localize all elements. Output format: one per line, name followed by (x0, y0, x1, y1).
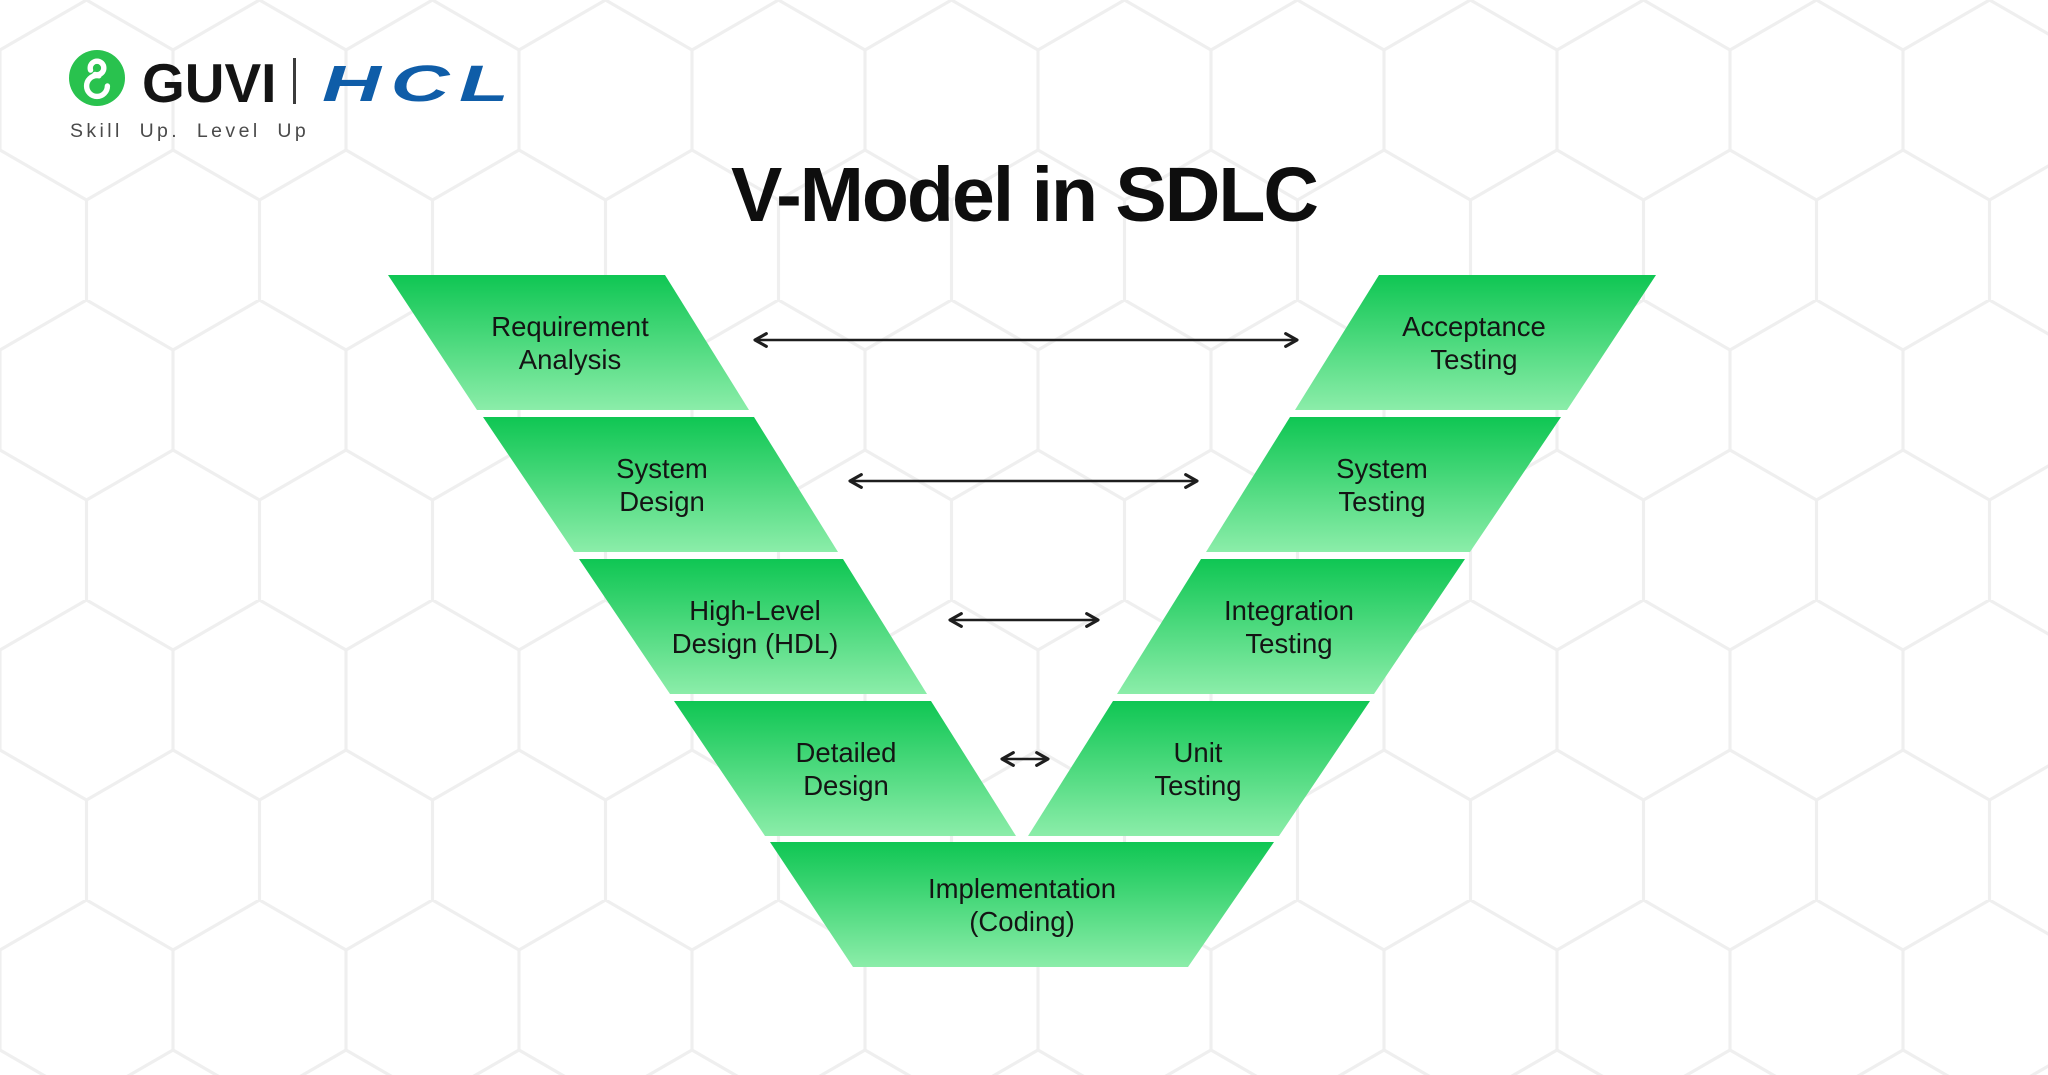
stage-label-system-testing-line2: Testing (1338, 486, 1425, 517)
stage-label-detailed-design-line1: Detailed (796, 737, 897, 768)
stage-label-high-level-design-line1: High-Level (689, 595, 820, 626)
brand-header: GUVI HCL Skill Up. Level Up (69, 50, 518, 142)
stage-shape-detailed-design (674, 701, 1016, 836)
brand-divider (293, 58, 296, 104)
bottom-stage: Implementation (Coding) (770, 842, 1274, 967)
stage-shape-acceptance-testing (1295, 275, 1656, 410)
guvi-wordmark: GUVI (142, 52, 276, 114)
stage-label-detailed-design-line2: Design (803, 770, 889, 801)
right-stages: Acceptance Testing System Testing Integr… (1028, 275, 1656, 836)
stage-shape-system-design (483, 417, 838, 552)
stage-shape-high-level-design (579, 559, 927, 694)
page-title: V-Model in SDLC (731, 152, 1317, 238)
stage-label-implementation-line2: (Coding) (969, 906, 1074, 937)
stage-label-requirement-analysis-line1: Requirement (491, 311, 649, 342)
guvi-logo-glyph (83, 58, 111, 100)
stage-label-requirement-analysis-line2: Analysis (519, 344, 621, 375)
stage-label-unit-testing-line1: Unit (1174, 737, 1223, 768)
stage-label-system-testing-line1: System (1336, 453, 1428, 484)
brand-tagline: Skill Up. Level Up (70, 120, 309, 142)
stage-label-unit-testing-line2: Testing (1154, 770, 1241, 801)
stage-shape-implementation (770, 842, 1274, 967)
stage-label-integration-testing-line1: Integration (1224, 595, 1354, 626)
stage-label-acceptance-testing-line2: Testing (1430, 344, 1517, 375)
stage-label-implementation-line1: Implementation (928, 873, 1116, 904)
stage-shape-requirement-analysis (388, 275, 749, 410)
stage-label-system-design-line1: System (616, 453, 708, 484)
stage-shape-unit-testing (1028, 701, 1370, 836)
traceability-arrows (753, 332, 1299, 767)
left-stages: Requirement Analysis System Design High-… (388, 275, 1016, 836)
hcl-wordmark: HCL (322, 55, 518, 112)
stage-label-acceptance-testing-line1: Acceptance (1402, 311, 1546, 342)
stage-label-high-level-design-line2: Design (HDL) (672, 628, 839, 659)
stage-shape-integration-testing (1117, 559, 1465, 694)
stage-label-integration-testing-line2: Testing (1245, 628, 1332, 659)
stage-label-system-design-line2: Design (619, 486, 705, 517)
stage-shape-system-testing (1206, 417, 1561, 552)
